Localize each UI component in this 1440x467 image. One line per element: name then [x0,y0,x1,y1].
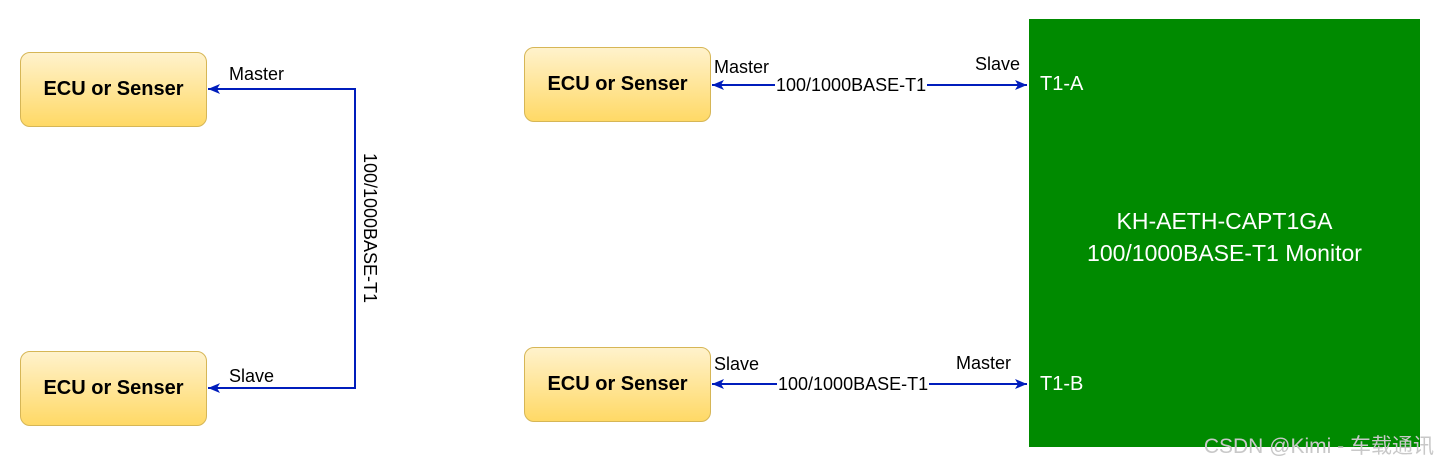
left-bottom-ecu-box: ECU or Senser [20,351,207,426]
monitor-title: KH-AETH-CAPT1GA 100/1000BASE-T1 Monitor [1029,205,1420,269]
left-master-label: Master [229,64,285,84]
right-bottom-ecu-box: ECU or Senser [524,347,711,422]
left-bottom-ecu-label: ECU or Senser [43,377,184,399]
port-t1-a-label: T1-A [1040,73,1084,95]
left-link-line [208,84,356,393]
right-bottom-link-label: 100/1000BASE-T1 [777,374,930,394]
right-top-master-label: Master [714,57,770,77]
watermark-text: CSDN @Kimi - 车载通讯 [1203,435,1434,458]
right-top-slave-label: Slave [975,54,1021,74]
right-top-ecu-box: ECU or Senser [524,47,711,122]
monitor-model: KH-AETH-CAPT1GA [1116,208,1333,234]
right-bottom-slave-label: Slave [714,354,760,374]
right-top-ecu-label: ECU or Senser [547,73,688,95]
monitor-description: 100/1000BASE-T1 Monitor [1087,240,1362,266]
left-top-ecu-label: ECU or Senser [43,78,184,100]
monitor-box: KH-AETH-CAPT1GA 100/1000BASE-T1 Monitor … [1029,19,1420,447]
left-top-ecu-box: ECU or Senser [20,52,207,127]
left-link-label: 100/1000BASE-T1 [360,150,380,306]
right-bottom-ecu-label: ECU or Senser [547,373,688,395]
right-bottom-master-label: Master [956,353,1012,373]
right-top-link-label: 100/1000BASE-T1 [775,75,928,95]
port-t1-b-label: T1-B [1040,373,1084,395]
left-slave-label: Slave [229,366,275,386]
